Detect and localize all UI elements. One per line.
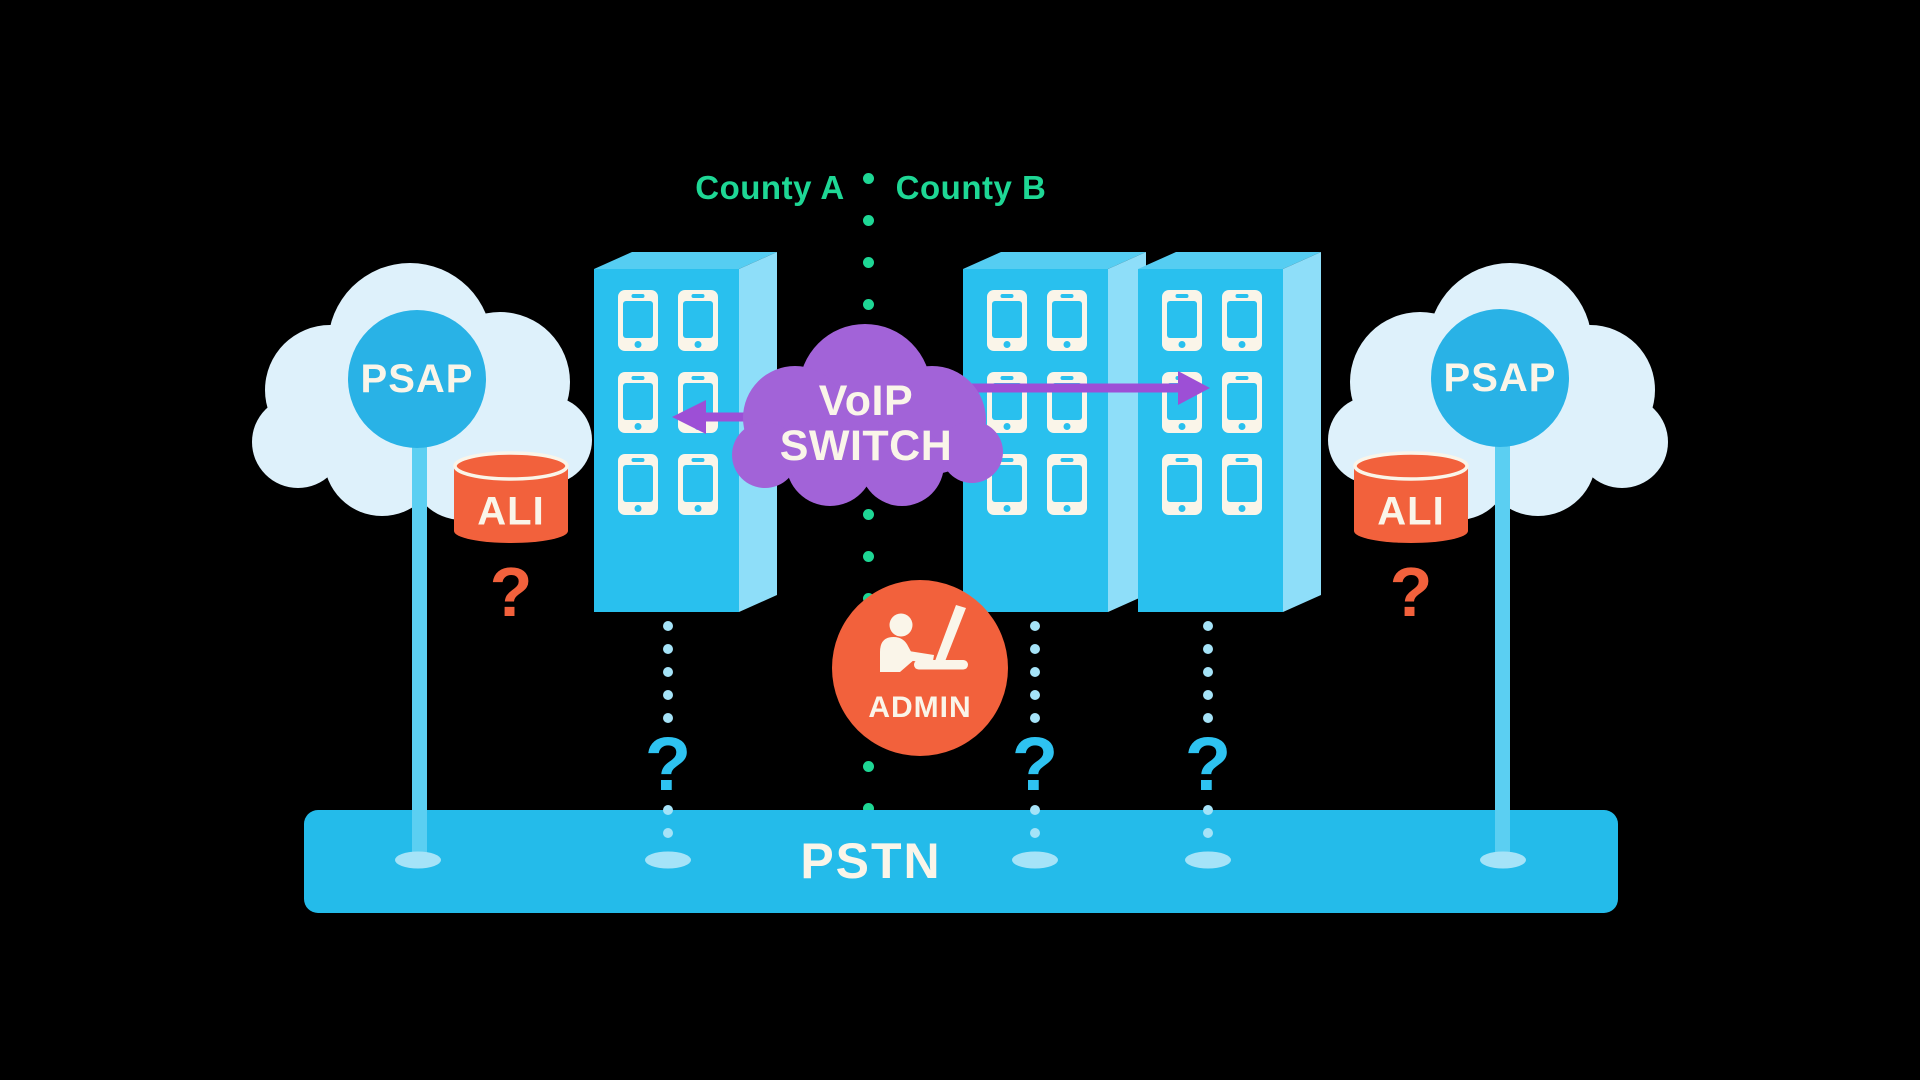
county-divider-dot	[862, 256, 874, 268]
connection-dot	[1203, 690, 1213, 700]
connection-dot	[1030, 713, 1040, 723]
county-divider-dot	[862, 550, 874, 562]
question-mark-line-2: ?	[1011, 722, 1059, 807]
question-mark-ali-left: ?	[489, 553, 533, 631]
connection-point	[645, 851, 691, 869]
psap-label-right: PSAP	[1443, 355, 1557, 400]
voip-switch-label: VoIP SWITCH	[779, 376, 953, 470]
ali-database-icon-right	[1353, 451, 1469, 543]
connection-dot	[1203, 828, 1213, 838]
building-3d-faces	[963, 252, 1146, 612]
county-b-label: County B	[895, 169, 1047, 206]
phone-icon	[1162, 454, 1202, 515]
psap-node-left: PSAP	[348, 310, 486, 448]
connection-point	[1185, 851, 1231, 869]
connection-dot	[663, 621, 673, 631]
phone-icon	[987, 290, 1027, 351]
connection-point	[1480, 851, 1526, 869]
question-mark-ali-right: ?	[1389, 553, 1433, 631]
connection-dot	[663, 667, 673, 677]
phone-icon	[618, 290, 658, 351]
connection-point	[1012, 851, 1058, 869]
ali-label-left: ALI	[477, 489, 545, 534]
psap-label-left: PSAP	[360, 356, 474, 401]
connection-dot	[1030, 667, 1040, 677]
admin-person-laptop-icon	[880, 605, 968, 672]
phone-icon	[678, 454, 718, 515]
connection-dot	[1203, 713, 1213, 723]
county-a-label: County A	[695, 169, 845, 206]
phone-icon	[618, 454, 658, 515]
arrow-left-icon	[672, 400, 706, 434]
county-divider-dot	[862, 214, 874, 226]
admin-label: ADMIN	[868, 691, 972, 724]
pstn-label: PSTN	[800, 833, 942, 889]
phone-icon	[1047, 454, 1087, 515]
phone-icon	[1047, 290, 1087, 351]
connection-point	[395, 851, 441, 869]
connection-dot	[1203, 667, 1213, 677]
connection-dot	[663, 828, 673, 838]
voip-line1: VoIP	[818, 376, 914, 425]
voip-line2: SWITCH	[779, 422, 953, 470]
ali-database-icon-left	[453, 451, 569, 543]
building-county-b-2	[1138, 252, 1321, 612]
psap-line-right	[1495, 444, 1510, 860]
pstn-bar	[304, 810, 1618, 913]
building-front	[1138, 269, 1283, 612]
county-divider-dot	[862, 508, 874, 520]
county-divider-dot	[862, 760, 874, 772]
phone-grid	[987, 290, 1087, 515]
county-divider-dot	[862, 172, 874, 184]
voip-switch-cloud	[732, 324, 1003, 506]
phone-icon	[618, 372, 658, 433]
question-mark-line-3: ?	[1184, 722, 1232, 807]
phone-icon	[987, 454, 1027, 515]
psap-line-left	[412, 444, 427, 860]
phone-icon	[1222, 290, 1262, 351]
county-divider-dot	[862, 298, 874, 310]
arrow-right-shaft	[940, 383, 1188, 393]
connection-dot	[1030, 690, 1040, 700]
phone-icon	[678, 290, 718, 351]
connection-dot	[1203, 621, 1213, 631]
connection-dot	[663, 690, 673, 700]
phone-icon	[1222, 372, 1262, 433]
phone-grid	[618, 290, 718, 515]
connection-dot	[663, 805, 673, 815]
county-divider-dot	[862, 802, 874, 814]
building-3d-faces	[1138, 252, 1321, 612]
arrow-right-icon	[1178, 371, 1210, 405]
connection-dot	[663, 644, 673, 654]
ali-label-right: ALI	[1377, 489, 1445, 534]
phone-icon	[1222, 454, 1262, 515]
connection-dot	[1030, 621, 1040, 631]
psap-node-right: PSAP	[1431, 309, 1569, 447]
building-front	[594, 269, 739, 612]
connection-dot	[1030, 644, 1040, 654]
connection-dot	[1203, 644, 1213, 654]
connection-dot	[1030, 805, 1040, 815]
phone-grid	[1162, 290, 1262, 515]
question-mark-line-1: ?	[644, 722, 692, 807]
connection-dot	[1203, 805, 1213, 815]
phone-icon	[1162, 290, 1202, 351]
connection-dot	[663, 713, 673, 723]
connection-dot	[1030, 828, 1040, 838]
building-county-a	[594, 252, 777, 612]
